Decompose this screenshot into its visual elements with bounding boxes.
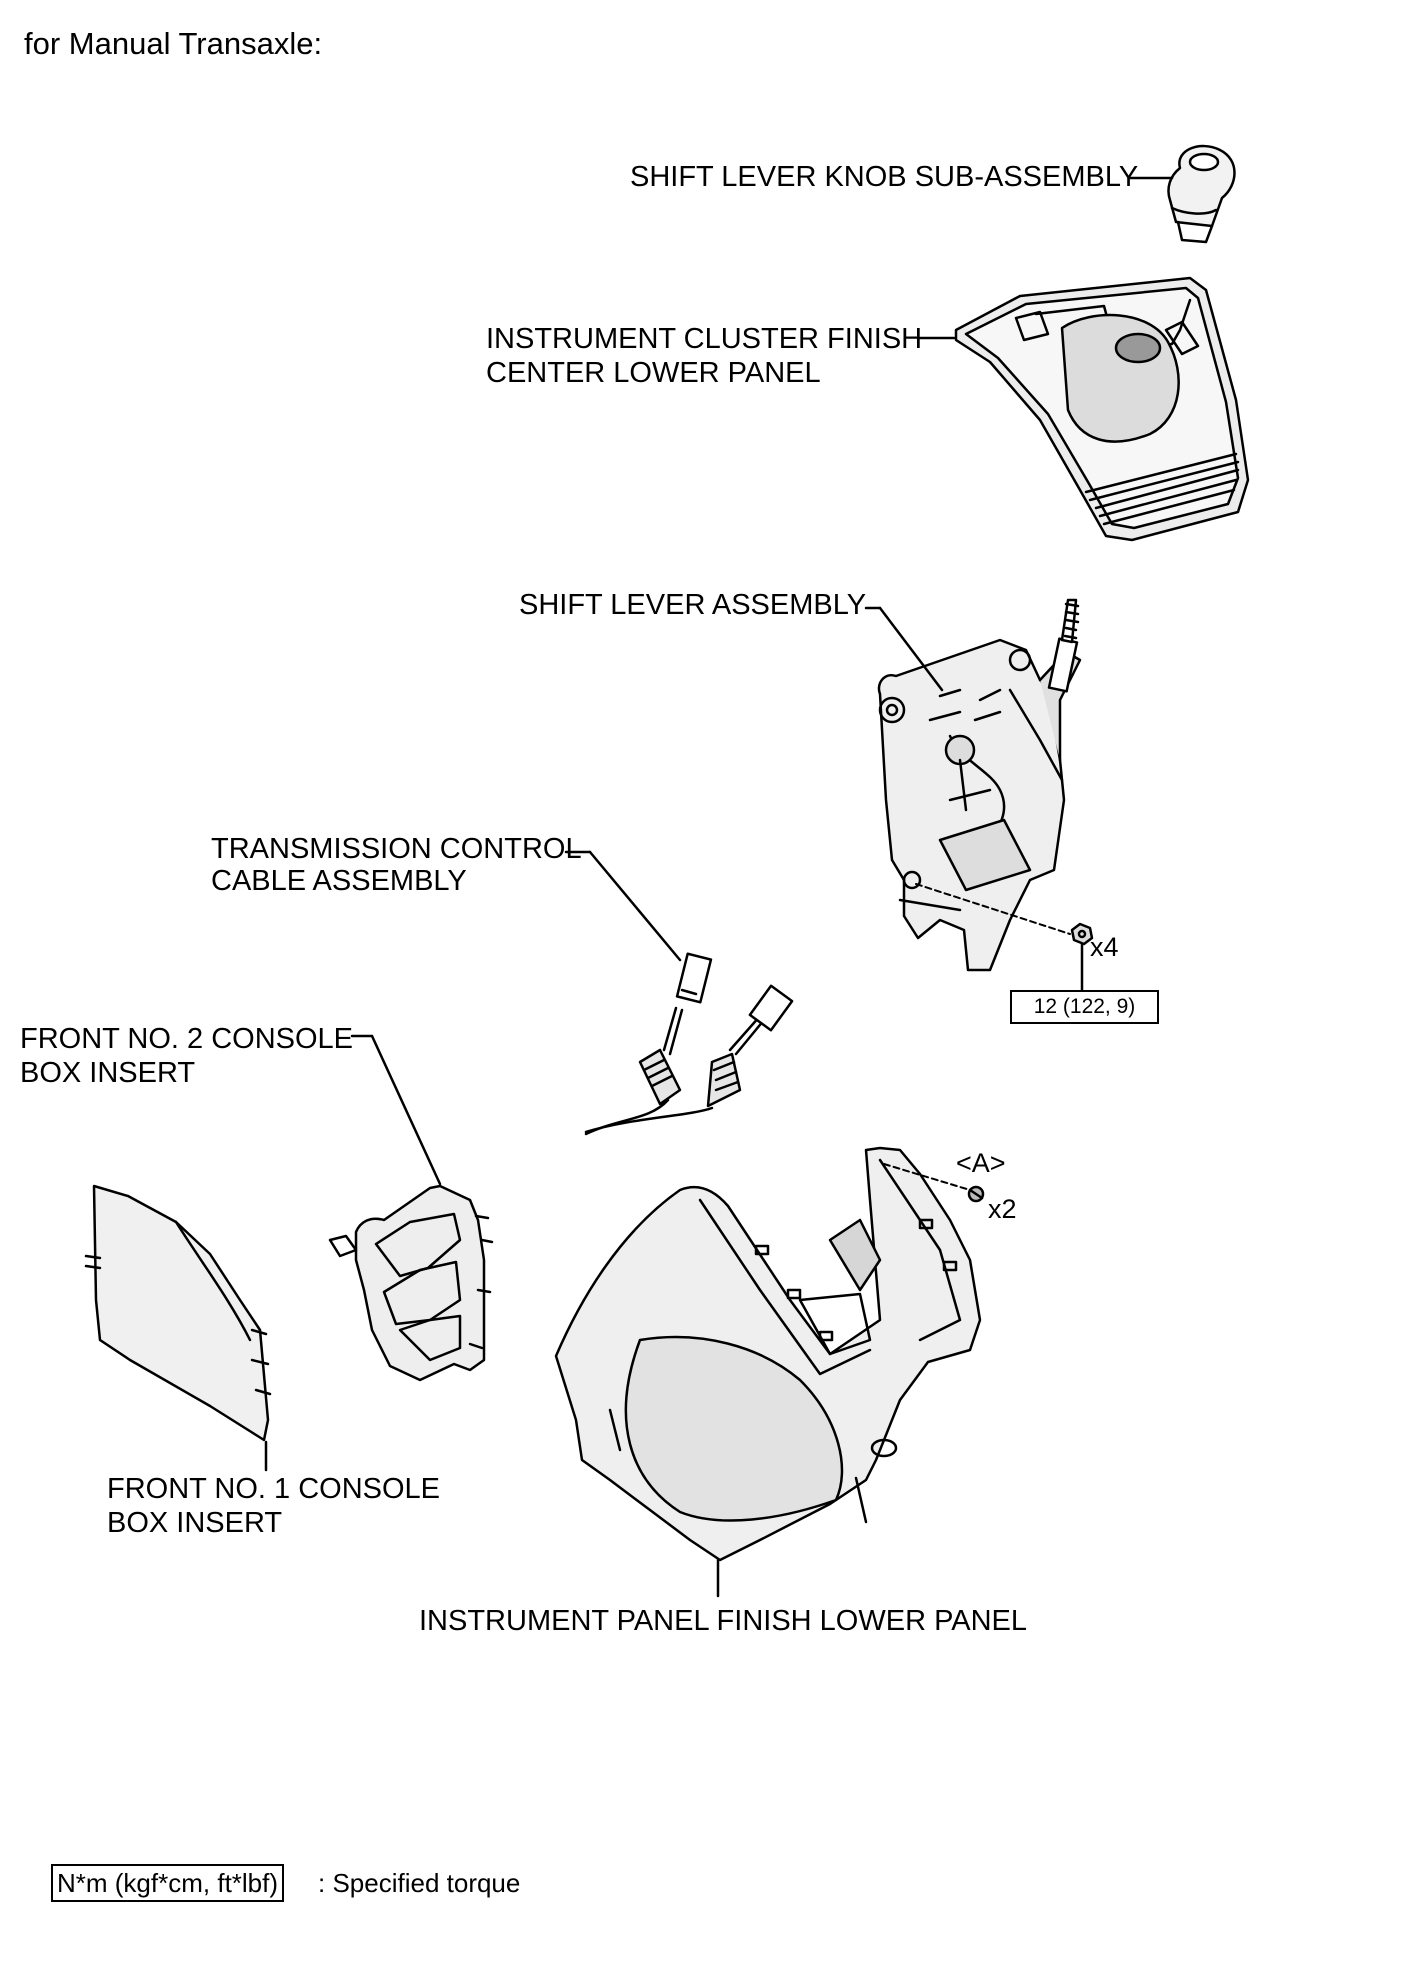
- label-cable-line2: CABLE ASSEMBLY: [211, 865, 467, 897]
- shift-lever-illustration: [877, 598, 1082, 972]
- shift-knob-illustration: [1167, 144, 1236, 244]
- insert-no2-illustration: [328, 1184, 494, 1382]
- label-cluster-line2: CENTER LOWER PANEL: [486, 357, 821, 389]
- nut-torque-spec: 12 (122, 9): [1010, 990, 1159, 1024]
- legend-torque-box: N*m (kgf*cm, ft*lbf): [51, 1864, 285, 1902]
- label-insert-no2-line1: FRONT NO. 2 CONSOLE: [20, 1023, 354, 1055]
- cable-illustration: [584, 952, 794, 1136]
- screw-reference: <A>: [956, 1148, 1006, 1178]
- label-shift-lever: SHIFT LEVER ASSEMBLY: [519, 589, 867, 621]
- legend-torque-text: : Specified torque: [318, 1868, 521, 1898]
- nut-dashed-line: [915, 883, 1071, 935]
- screw-dashed-line: [883, 1163, 971, 1191]
- label-shift-knob: SHIFT LEVER KNOB SUB-ASSEMBLY: [630, 161, 1139, 193]
- label-cable-line1: TRANSMISSION CONTROL: [211, 833, 582, 865]
- label-cluster-line1: INSTRUMENT CLUSTER FINISH: [486, 323, 923, 355]
- label-insert-no1-line1: FRONT NO. 1 CONSOLE: [107, 1473, 441, 1505]
- nut-icon: [1070, 922, 1094, 946]
- label-insert-no2-line2: BOX INSERT: [20, 1057, 196, 1089]
- insert-no1-illustration: [84, 1184, 272, 1442]
- page-title: for Manual Transaxle:: [24, 26, 323, 61]
- nut-quantity: x4: [1090, 932, 1119, 962]
- cluster-panel-illustration: [954, 276, 1250, 542]
- label-lower-panel: INSTRUMENT PANEL FINISH LOWER PANEL: [419, 1605, 1028, 1637]
- label-insert-no1-line2: BOX INSERT: [107, 1507, 283, 1539]
- screw-icon: [967, 1185, 985, 1203]
- screw-quantity: x2: [988, 1194, 1017, 1224]
- lower-panel-illustration: [554, 1146, 982, 1562]
